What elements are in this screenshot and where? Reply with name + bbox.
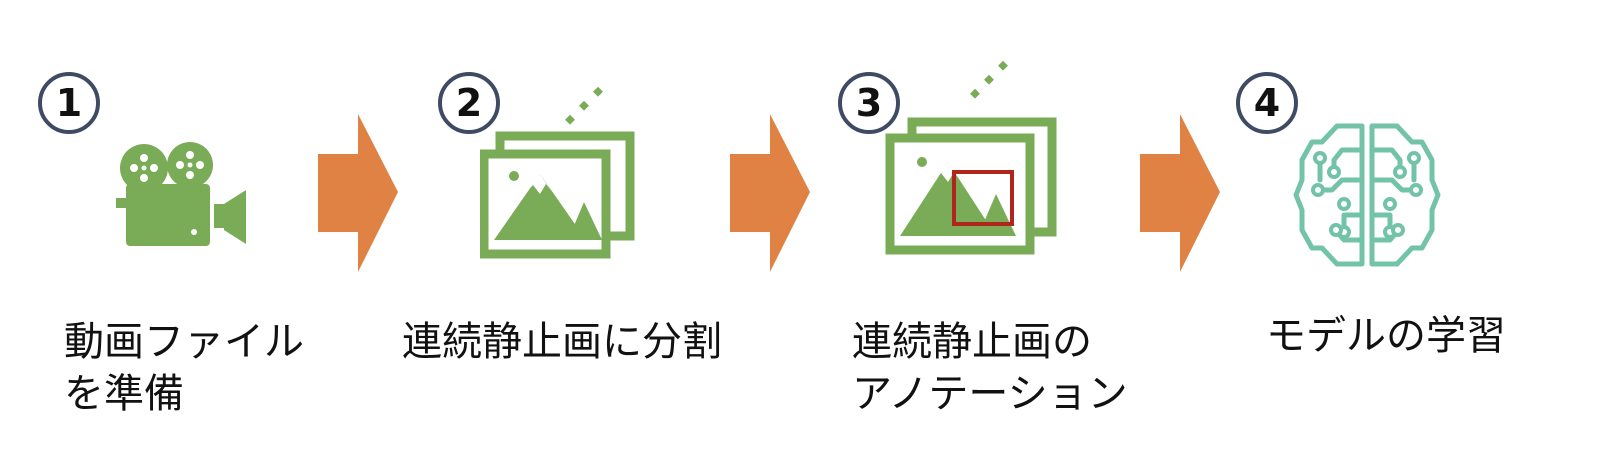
step-label: 連続静止画に分割 <box>402 319 722 365</box>
step-number: 4 <box>1253 81 1281 125</box>
step-label: 連続静止画の アノテーション <box>852 319 1128 417</box>
arrow-right-icon <box>1140 114 1220 272</box>
step-1: 1 動画ファイル を準備 <box>0 0 400 470</box>
step-3: 3 連続静止画の アノテーション <box>820 0 1230 470</box>
arrow-right-icon <box>730 114 810 272</box>
step-4: 4 モデルの学習 <box>1230 0 1624 470</box>
image-stack-icon <box>480 86 635 259</box>
step-number-badge: 2 <box>438 72 500 134</box>
step-number-badge: 3 <box>838 72 900 134</box>
arrow-right-icon <box>318 114 398 272</box>
step-2: 2 連続静止画に分割 <box>400 0 820 470</box>
step-number: 2 <box>455 81 483 125</box>
step-number-badge: 4 <box>1236 72 1298 134</box>
annotated-image-stack-icon <box>885 60 1057 255</box>
step-label: 動画ファイル を準備 <box>64 319 304 417</box>
brain-circuit-icon <box>1293 123 1441 267</box>
step-number-badge: 1 <box>38 72 100 134</box>
step-number: 3 <box>855 81 883 125</box>
step-label: モデルの学習 <box>1266 313 1506 359</box>
step-number: 1 <box>55 81 83 125</box>
video-camera-icon <box>116 142 246 246</box>
